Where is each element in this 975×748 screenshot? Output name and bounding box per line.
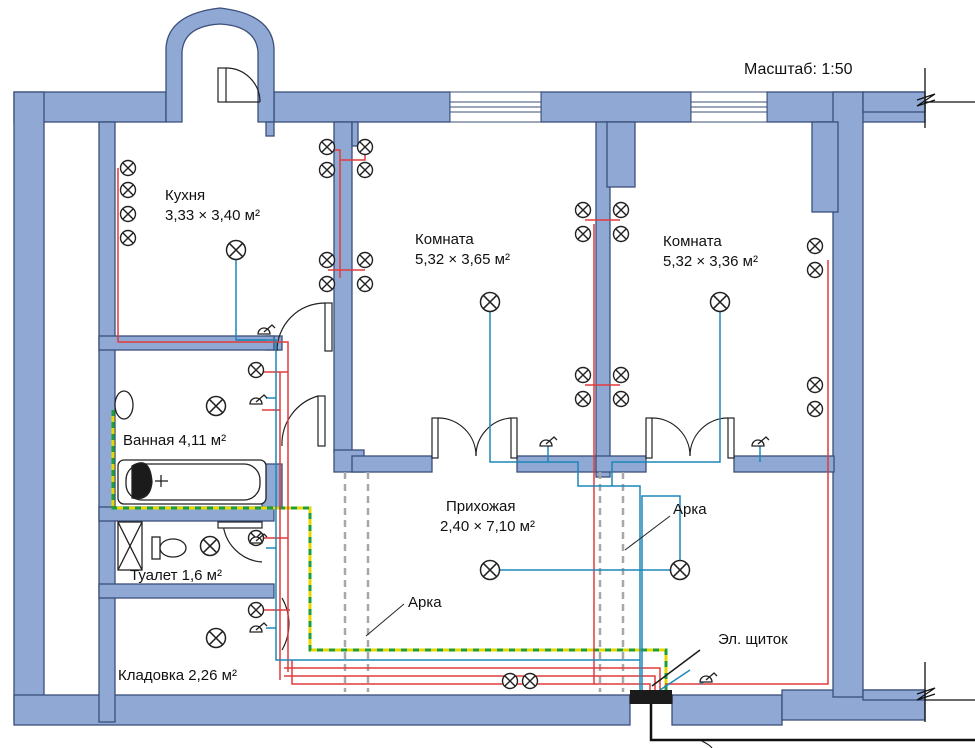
room-dims: 5,32 × 3,65 м² bbox=[415, 251, 510, 268]
socket-icon bbox=[612, 225, 630, 243]
light-fixture-icon bbox=[205, 627, 227, 649]
socket-icon bbox=[247, 601, 265, 619]
room-label-pantry: Кладовка 2,26 м² bbox=[118, 667, 237, 684]
room-label-kitchen: Кухня 3,33 × 3,40 м² bbox=[165, 186, 260, 226]
balcony-door bbox=[217, 67, 261, 103]
socket-icon bbox=[119, 205, 137, 223]
room-label-room2: Комната 5,32 × 3,36 м² bbox=[663, 232, 758, 272]
electrical-panel-icon bbox=[630, 690, 672, 704]
socket-icon bbox=[119, 159, 137, 177]
arch-lines bbox=[343, 472, 625, 692]
light-fixture-icon bbox=[669, 559, 691, 581]
socket-icon bbox=[574, 225, 592, 243]
room-dims: 2,40 × 7,10 м² bbox=[440, 518, 535, 535]
socket-icon bbox=[612, 201, 630, 219]
panel-label: Эл. щиток bbox=[718, 631, 788, 648]
room-dims: 5,32 × 3,36 м² bbox=[663, 253, 758, 270]
room-label-bath: Ванная 4,11 м² bbox=[123, 432, 227, 449]
room-name: Комната bbox=[415, 231, 474, 248]
scale-label: Масштаб: 1:50 bbox=[744, 61, 853, 78]
room-name: Кухня bbox=[165, 187, 206, 204]
plumbing bbox=[114, 390, 267, 571]
neutral-wires bbox=[235, 258, 761, 691]
socket-icon bbox=[806, 400, 824, 418]
socket-icon bbox=[356, 251, 374, 269]
socket-icon bbox=[806, 261, 824, 279]
switch-icon bbox=[257, 324, 276, 335]
socket-icon bbox=[612, 366, 630, 384]
socket-icon bbox=[119, 181, 137, 199]
break-marks bbox=[916, 68, 975, 722]
socket-icon bbox=[806, 376, 824, 394]
light-fixture-icon bbox=[225, 239, 247, 261]
phase-wires bbox=[117, 149, 829, 690]
light-fixture-icon bbox=[709, 291, 731, 313]
light-fixture-icon bbox=[199, 535, 221, 557]
socket-icon bbox=[612, 390, 630, 408]
light-fixture-icon bbox=[479, 291, 501, 313]
switch-icon bbox=[699, 672, 718, 683]
ground-wire bbox=[111, 410, 668, 690]
socket-icon bbox=[574, 366, 592, 384]
switch-icon bbox=[249, 622, 268, 633]
room-name: Комната bbox=[663, 233, 722, 250]
socket-icon bbox=[318, 275, 336, 293]
socket-icon bbox=[521, 672, 539, 690]
socket-icon bbox=[119, 229, 137, 247]
socket-icon bbox=[356, 161, 374, 179]
socket-icon bbox=[318, 251, 336, 269]
socket-icon bbox=[574, 201, 592, 219]
socket-icon bbox=[356, 275, 374, 293]
light-fixture-icon bbox=[479, 559, 501, 581]
socket-icon bbox=[574, 390, 592, 408]
walls bbox=[13, 7, 926, 726]
room-dims: 3,33 × 3,40 м² bbox=[165, 207, 260, 224]
room-name: Прихожая bbox=[446, 498, 516, 515]
windows bbox=[449, 91, 768, 123]
socket-icon bbox=[247, 361, 265, 379]
socket-icon bbox=[318, 138, 336, 156]
socket-icon bbox=[806, 237, 824, 255]
room-label-toilet: Туалет 1,6 м² bbox=[130, 567, 222, 584]
arch-label-right: Арка bbox=[673, 501, 707, 518]
arch-label-left: Арка bbox=[408, 594, 442, 611]
outgoing-line bbox=[649, 704, 975, 742]
switch-icon bbox=[539, 436, 558, 447]
socket-icon bbox=[356, 138, 374, 156]
room-label-hall: Прихожая 2,40 × 7,10 м² bbox=[440, 497, 535, 537]
switch-icon bbox=[751, 436, 770, 447]
socket-icon bbox=[501, 672, 519, 690]
room-label-room1: Комната 5,32 × 3,65 м² bbox=[415, 230, 510, 270]
switch-icon bbox=[249, 394, 268, 405]
socket-icon bbox=[318, 161, 336, 179]
light-fixture-icon bbox=[205, 395, 227, 417]
